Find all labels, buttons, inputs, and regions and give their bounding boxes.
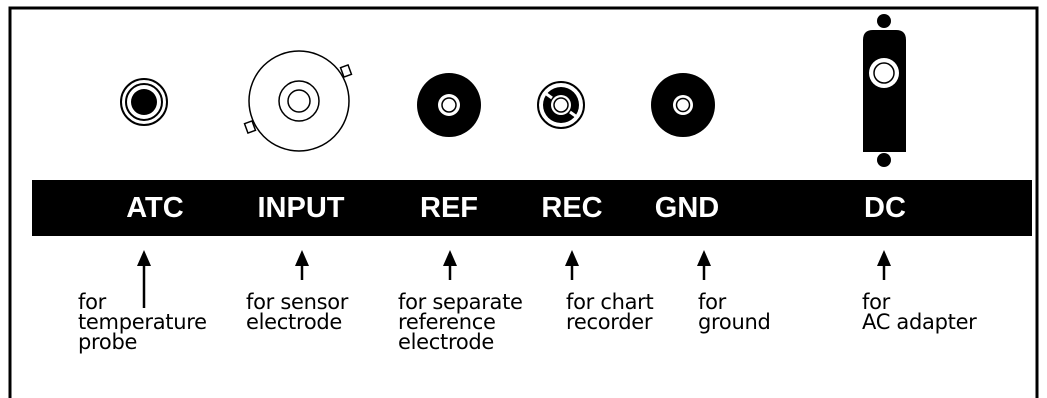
atc-label: ATC (126, 192, 184, 224)
panel-frame (8, 6, 1039, 398)
input-description: for sensor electrode (246, 290, 349, 334)
atc-arrow-icon (137, 250, 151, 308)
rec-recorder-jack-icon (537, 81, 585, 129)
description-line: temperature (78, 310, 207, 334)
rec-arrow-icon (565, 250, 579, 280)
ref-pin-jack-icon (417, 73, 481, 137)
atc-description: for temperature probe (78, 290, 207, 354)
gnd-pin-jack-icon (651, 73, 715, 137)
description-line: ground (698, 310, 771, 334)
gnd-description: for ground (698, 290, 771, 334)
description-line: for (698, 290, 726, 314)
description-line: for sensor (246, 290, 349, 314)
description-line: reference (398, 310, 496, 334)
input-bnc-connector-icon (243, 50, 353, 152)
description-line: electrode (398, 330, 495, 354)
dc-arrow-icon (877, 250, 891, 280)
label-bar (32, 180, 1032, 236)
description-line: for (78, 290, 106, 314)
ref-label: REF (420, 192, 478, 224)
pointer-arrows (137, 250, 891, 308)
ref-description: for separate reference electrode (398, 290, 523, 354)
description-line: for separate (398, 290, 523, 314)
gnd-label: GND (654, 192, 720, 224)
rec-label: REC (541, 192, 603, 224)
gnd-arrow-icon (697, 250, 711, 280)
description-line: for (862, 290, 890, 314)
description-line: AC adapter (862, 310, 977, 334)
dc-description: for AC adapter (862, 290, 977, 334)
description-line: electrode (246, 310, 343, 334)
description-line: probe (78, 330, 138, 354)
input-arrow-icon (295, 250, 309, 280)
description-line: for chart (566, 290, 654, 314)
dc-socket-icon (863, 14, 906, 167)
rec-description: for chart recorder (566, 290, 654, 334)
atc-jack-icon (120, 78, 168, 126)
input-label: INPUT (257, 192, 345, 224)
dc-label: DC (864, 192, 906, 224)
ref-arrow-icon (443, 250, 457, 280)
description-line: recorder (566, 310, 653, 334)
